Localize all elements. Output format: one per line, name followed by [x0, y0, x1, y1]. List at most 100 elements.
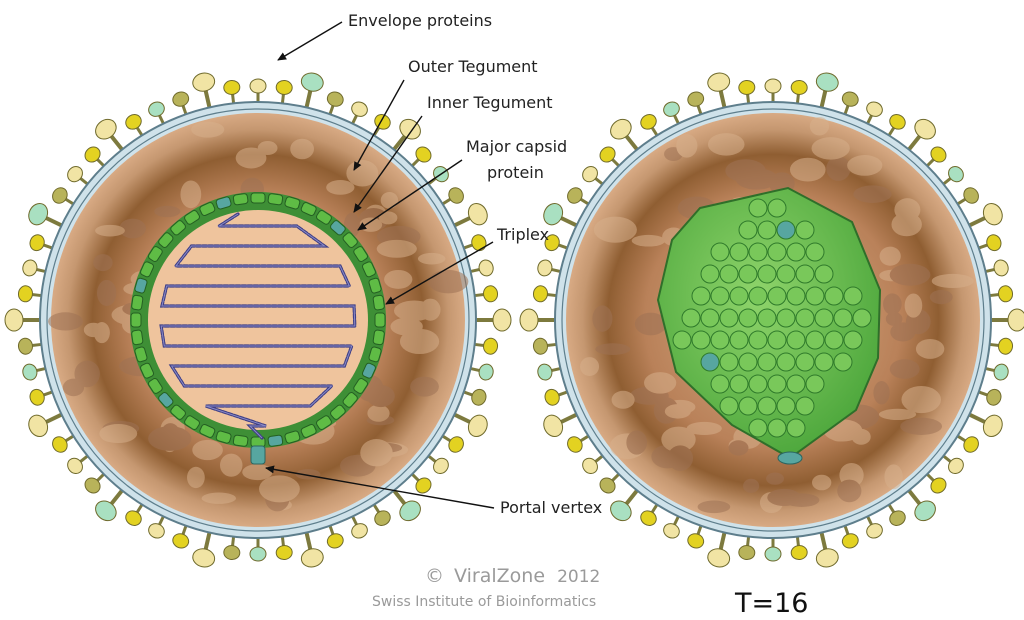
- label-major-capsid-line2: protein: [487, 163, 544, 182]
- envelope-glycoprotein: [536, 363, 562, 382]
- tegument-speckle: [191, 122, 224, 138]
- envelope-glycoprotein: [300, 71, 325, 110]
- envelope-glycoprotein: [988, 337, 1014, 354]
- envelope-glycoprotein: [790, 535, 807, 561]
- envelope-glycoprotein: [50, 434, 75, 455]
- envelope-glycoprotein: [926, 473, 949, 496]
- tegument-speckle: [154, 206, 180, 217]
- envelope-glycoprotein: [349, 515, 369, 541]
- tegument-speckle: [192, 440, 223, 460]
- hexon: [787, 419, 805, 437]
- tegument-speckle: [905, 293, 923, 317]
- envelope-glycoprotein: [984, 363, 1010, 382]
- hexon: [768, 243, 786, 261]
- hexon: [730, 375, 748, 393]
- envelope-glycoprotein: [50, 185, 75, 206]
- envelope-glycoprotein: [325, 90, 345, 116]
- tegument-speckle: [736, 168, 778, 189]
- envelope-glycoprotein: [864, 515, 884, 541]
- hexon: [711, 287, 729, 305]
- tegument-speckle: [236, 147, 267, 168]
- envelope-glycoprotein: [191, 71, 216, 110]
- envelope-glycoprotein: [520, 309, 557, 331]
- tegument-speckle: [812, 475, 831, 491]
- tegument-speckle: [428, 270, 468, 293]
- hexon: [749, 331, 767, 349]
- hexon: [711, 243, 729, 261]
- envelope-glycoprotein: [146, 515, 166, 541]
- envelope-glycoprotein: [543, 387, 569, 407]
- tegument-speckle: [930, 290, 953, 304]
- hexon: [796, 221, 814, 239]
- envelope-glycoprotein: [411, 473, 434, 496]
- tegument-speckle: [187, 467, 205, 488]
- tegument-speckle: [767, 489, 801, 506]
- tegument-speckle: [592, 305, 612, 331]
- envelope-glycoprotein: [123, 112, 144, 137]
- hexon: [787, 375, 805, 393]
- envelope-glycoprotein: [462, 233, 488, 253]
- label-envelope-proteins: Envelope proteins: [348, 11, 492, 30]
- hexon: [720, 309, 738, 327]
- hexon: [787, 331, 805, 349]
- envelope-glycoprotein: [908, 115, 940, 151]
- envelope-glycoprotein: [92, 489, 124, 525]
- hexon: [815, 353, 833, 371]
- tegument-speckle: [420, 299, 440, 321]
- hexon: [730, 243, 748, 261]
- envelope-glycoprotein: [536, 259, 562, 278]
- tegument-speckle: [400, 329, 439, 354]
- tegument-speckle: [901, 386, 941, 413]
- envelope-glycoprotein: [956, 185, 981, 206]
- envelope-glycoprotein: [840, 524, 860, 550]
- envelope-glycoprotein: [533, 285, 559, 302]
- envelope-glycoprotein: [250, 79, 266, 104]
- envelope-glycoprotein: [28, 233, 54, 253]
- envelope-glycoprotein: [738, 80, 755, 106]
- envelope-glycoprotein: [474, 309, 511, 331]
- hexon: [768, 331, 786, 349]
- envelope-glycoprotein: [372, 503, 393, 528]
- triangulation-number: T=16: [734, 588, 808, 619]
- envelope-glycoprotein: [146, 99, 166, 125]
- envelope-glycoprotein: [18, 285, 44, 302]
- tegument-speckle: [900, 418, 942, 435]
- envelope-glycoprotein: [887, 112, 908, 137]
- credit-block: © ViralZone 2012 Swiss Institute of Bioi…: [372, 565, 600, 610]
- envelope-glycoprotein: [82, 473, 105, 496]
- envelope-glycoprotein: [453, 200, 491, 228]
- envelope-glycoprotein: [765, 536, 781, 561]
- envelope-glycoprotein: [942, 455, 967, 477]
- label-triplex: Triplex: [496, 225, 549, 244]
- hexon: [768, 419, 786, 437]
- envelope-glycoprotein: [191, 531, 216, 570]
- envelope-glycoprotein: [790, 80, 807, 106]
- tegument-speckle: [580, 357, 599, 376]
- envelope-glycoprotein: [815, 71, 840, 110]
- tegument-speckle: [326, 180, 354, 195]
- envelope-glycoprotein: [533, 337, 559, 354]
- copyright-symbol: ©: [425, 565, 444, 587]
- tegument-speckle: [148, 426, 191, 451]
- hexon: [739, 265, 757, 283]
- hexon: [739, 397, 757, 415]
- envelope-glycoprotein: [706, 531, 731, 570]
- hexon: [131, 295, 143, 310]
- envelope-glycoprotein: [815, 531, 840, 570]
- credit-year: 2012: [557, 567, 600, 587]
- hexon: [796, 265, 814, 283]
- envelope-glycoprotein: [597, 144, 620, 167]
- tegument-speckle: [384, 270, 412, 289]
- tegument-speckle: [890, 359, 920, 379]
- hexon: [701, 265, 719, 283]
- hexon: [806, 243, 824, 261]
- tegument-speckle: [932, 274, 974, 288]
- tegument-speckle: [367, 385, 395, 407]
- envelope-glycoprotein: [411, 144, 434, 167]
- envelope-glycoprotein: [984, 259, 1010, 278]
- portal-vertex: [251, 446, 265, 464]
- tegument-speckle: [916, 339, 944, 359]
- envelope-glycoprotein: [580, 455, 605, 477]
- tegument-speckle: [94, 322, 110, 343]
- envelope-glycoprotein: [988, 285, 1014, 302]
